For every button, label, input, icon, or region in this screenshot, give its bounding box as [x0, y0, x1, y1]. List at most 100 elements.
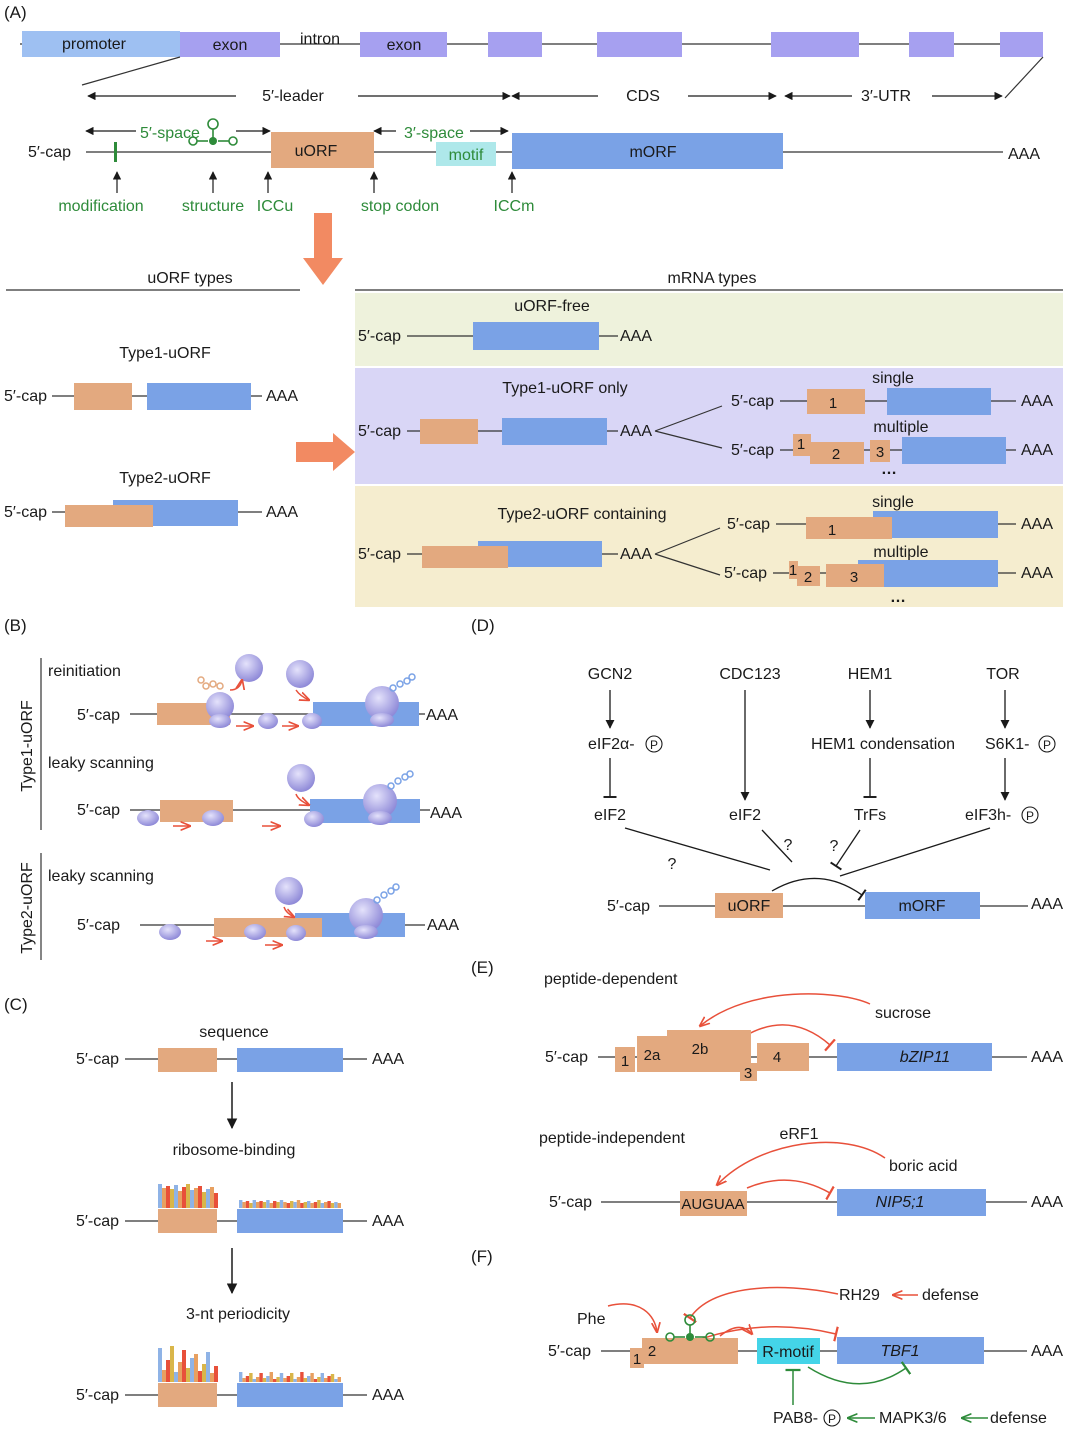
- uorf-box: [797, 566, 820, 586]
- exon-box: [180, 32, 280, 57]
- boric-acid-label: boric acid: [889, 1158, 957, 1175]
- ribosome-small: [286, 925, 306, 941]
- uorf-label: uORF: [295, 143, 338, 160]
- profile-bar: [214, 1193, 218, 1208]
- uorf-box: [65, 505, 153, 527]
- profile-bar: [286, 1376, 290, 1382]
- profile-bar: [266, 1200, 270, 1208]
- uorf-box: [757, 1043, 809, 1071]
- nip51-box: [837, 1189, 986, 1216]
- profile-bar: [249, 1203, 253, 1208]
- profile-bar: [245, 1201, 250, 1208]
- profile-bar: [290, 1201, 294, 1208]
- uorf-number: 1: [789, 562, 797, 579]
- profile-bar: [330, 1374, 335, 1382]
- morf-box: [237, 1209, 343, 1233]
- profile-bar: [190, 1358, 194, 1382]
- aaa-label: AAA: [1021, 442, 1053, 459]
- profile-bar: [245, 1376, 250, 1382]
- uorf-box: [74, 383, 132, 410]
- leader-label: 5′-leader: [262, 88, 324, 105]
- sucrose-label: sucrose: [875, 1005, 931, 1022]
- cap-label: 5′-cap: [28, 144, 71, 161]
- iccu-label: ICCu: [257, 198, 293, 215]
- profile-bar: [320, 1203, 324, 1208]
- ribosome-small: [209, 714, 231, 728]
- intron-label: intron: [300, 31, 340, 48]
- leaky-scanning-label: leaky scanning: [48, 868, 154, 885]
- periodicity-bars: [158, 1346, 341, 1382]
- rh29-label: RH29: [839, 1287, 880, 1304]
- profile-bar: [307, 1201, 311, 1208]
- profile-bar: [239, 1372, 243, 1382]
- morf-box: [237, 1383, 343, 1407]
- space3-label: 3′-space: [404, 125, 464, 142]
- profile-bar: [242, 1378, 246, 1382]
- peptide-bead: [387, 782, 395, 790]
- aaa-label: AAA: [1021, 565, 1053, 582]
- eif3h-p-label: eIF3h-: [965, 807, 1011, 824]
- profile-bar: [293, 1379, 297, 1382]
- ribosome-small: [304, 811, 324, 827]
- profile-bar: [256, 1202, 260, 1208]
- panel-a-label: (A): [4, 3, 27, 22]
- uorf-number: 1: [621, 1053, 629, 1070]
- peptide-bead: [403, 677, 411, 685]
- question-mark: ?: [784, 837, 793, 854]
- ribosome-small: [370, 713, 394, 727]
- cap-label: 5′-cap: [549, 1194, 592, 1211]
- cap-label: 5′-cap: [4, 504, 47, 521]
- ribosome-large: [287, 764, 315, 792]
- profile-bar: [252, 1379, 256, 1382]
- exon-box: [771, 32, 859, 57]
- ribosome-small: [368, 811, 392, 825]
- profile-bar: [206, 1189, 210, 1208]
- morf-box: [887, 388, 991, 415]
- phospho-p: P: [1026, 809, 1034, 823]
- r-motif-label: R-motif: [762, 1344, 814, 1361]
- profile-bar: [170, 1189, 174, 1208]
- cap-label: 5′-cap: [731, 393, 774, 410]
- cap-label: 5′-cap: [724, 565, 767, 582]
- uorf-box: [667, 1030, 751, 1072]
- panel-e-label: (E): [471, 958, 494, 977]
- profile-bar: [269, 1203, 273, 1208]
- uorf-box: [271, 132, 374, 168]
- uorf-number: 1: [797, 436, 805, 453]
- auguaa-label: AUGUAA: [681, 1196, 744, 1213]
- erf1-label: eRF1: [779, 1126, 818, 1143]
- sequence-label: sequence: [199, 1024, 268, 1041]
- eif2-label: eIF2: [594, 807, 626, 824]
- phospho-icon: [1021, 806, 1039, 824]
- type2-uorf-vertical: Type2-uORF: [19, 862, 36, 954]
- ribosome-large: [275, 877, 303, 905]
- type1-uorf-title: Type1-uORF: [119, 345, 211, 362]
- uorf-box: [789, 561, 798, 579]
- profile-bar: [174, 1185, 178, 1208]
- morf-box: [865, 892, 980, 919]
- tbf1-label: TBF1: [880, 1343, 919, 1360]
- cds-label: CDS: [626, 88, 660, 105]
- uorf-label: uORF: [728, 898, 771, 915]
- exon-box: [1000, 32, 1043, 57]
- profile-bar: [283, 1202, 287, 1208]
- type2-uorf-title: Type2-uORF: [119, 470, 211, 487]
- hem1-condensation-label: HEM1 condensation: [811, 736, 955, 753]
- profile-bar: [178, 1191, 182, 1208]
- aaa-label: AAA: [620, 328, 652, 345]
- promoter-label: promoter: [62, 36, 127, 53]
- profile-bar: [186, 1368, 190, 1382]
- peptide-independent-label: peptide-independent: [539, 1130, 685, 1147]
- profile-bar: [317, 1377, 321, 1382]
- type1-uorf-vertical: Type1-uORF: [19, 700, 36, 792]
- profile-bar: [186, 1184, 190, 1208]
- panel-b-label: (B): [4, 616, 27, 635]
- profile-bar: [307, 1376, 311, 1382]
- profile-bar: [194, 1188, 198, 1208]
- multiple-label: multiple: [873, 544, 928, 561]
- promoter-box: [22, 31, 180, 57]
- peptide-dependent-label: peptide-dependent: [544, 971, 678, 988]
- eif2a-p-label: eIF2α-: [588, 736, 635, 753]
- aaa-label: AAA: [372, 1387, 404, 1404]
- morf-box: [237, 1048, 343, 1072]
